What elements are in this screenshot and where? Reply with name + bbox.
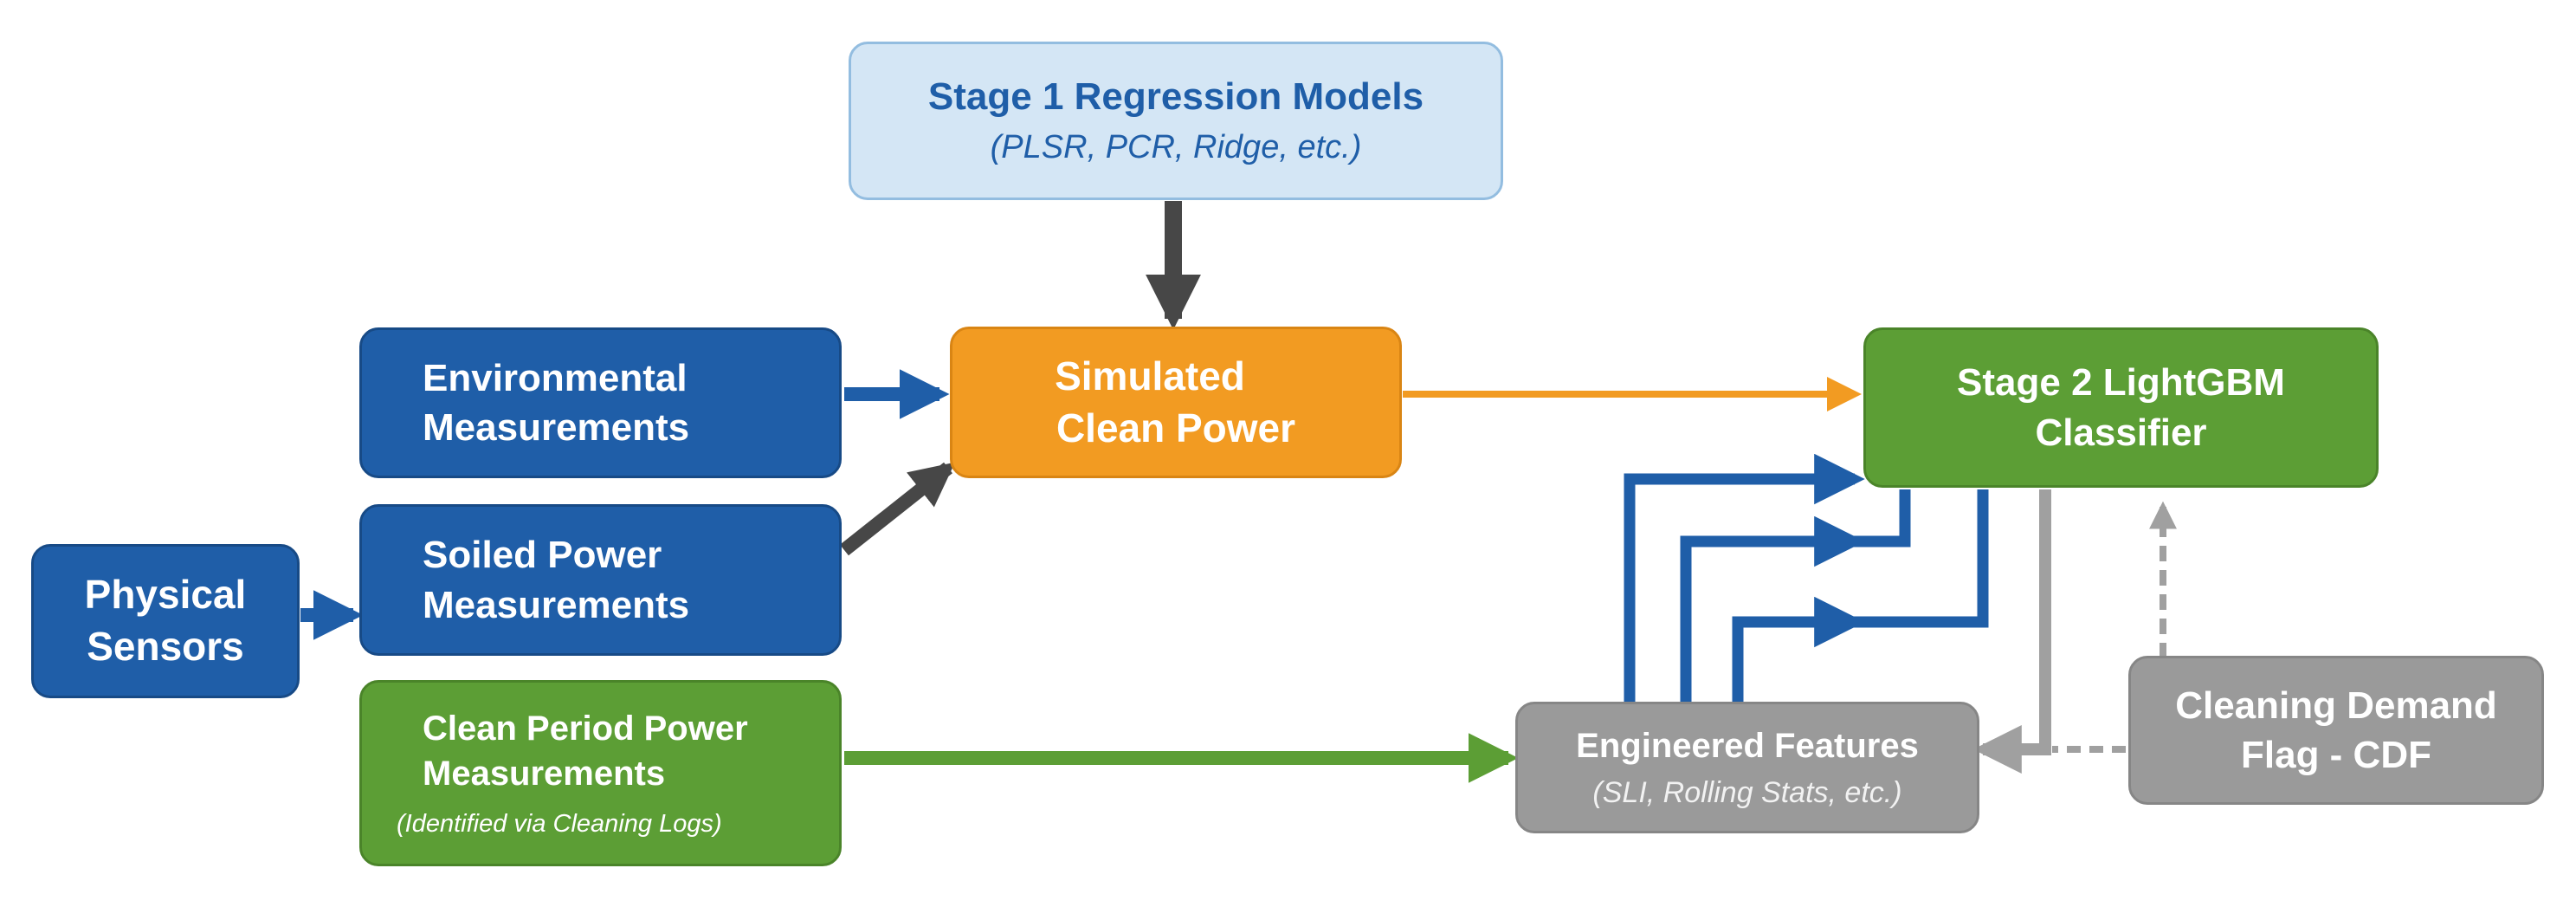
engineered-title: Engineered Features xyxy=(1576,726,1919,765)
simulated-line1: Simulated xyxy=(1055,353,1245,398)
environmental-line2: Measurements xyxy=(423,406,690,449)
environmental-line1: Environmental xyxy=(423,356,688,399)
node-stage2-lightgbm-classifier: Stage 2 LightGBM Classifier xyxy=(1863,327,2379,488)
node-soiled-power-measurements: Soiled Power Measurements xyxy=(359,504,842,656)
arrow-soiled-to-simulated xyxy=(840,462,956,556)
node-cleaning-demand-flag: Cleaning Demand Flag - CDF xyxy=(2128,656,2544,805)
clean-period-line2: Measurements xyxy=(423,754,666,793)
stage2-line1: Stage 2 LightGBM xyxy=(1957,361,2285,405)
node-clean-period-power: Clean Period Power Measurements (Identif… xyxy=(359,680,842,866)
engineered-subtitle: (SLI, Rolling Stats, etc.) xyxy=(1592,775,1902,809)
node-engineered-features: Engineered Features (SLI, Rolling Stats,… xyxy=(1515,702,1979,833)
node-physical-sensors: Physical Sensors xyxy=(31,544,300,698)
node-environmental-measurements: Environmental Measurements xyxy=(359,327,842,478)
arrow-engineered-to-stage2-outer xyxy=(1624,453,1865,703)
stage1-title: Stage 1 Regression Models xyxy=(927,75,1424,119)
stage2-line2: Classifier xyxy=(2035,411,2207,454)
soiled-line1: Soiled Power xyxy=(423,534,662,577)
simulated-line2: Clean Power xyxy=(1056,405,1296,450)
node-simulated-clean-power: Simulated Clean Power xyxy=(950,327,1402,478)
arrow-stage2-to-engineered xyxy=(1972,489,2051,774)
line-stage2-to-engineered-a xyxy=(1784,489,1911,547)
stage1-subtitle: (PLSR, PCR, Ridge, etc.) xyxy=(990,129,1362,166)
line-stage2-to-engineered-b xyxy=(1784,489,1989,628)
physical-line2: Sensors xyxy=(87,624,244,669)
clean-period-line1: Clean Period Power xyxy=(423,709,748,748)
soiled-line2: Measurements xyxy=(423,583,690,626)
arrow-engineered-to-stage2-inner xyxy=(1732,596,1865,703)
node-stage1-regression-models: Stage 1 Regression Models (PLSR, PCR, Ri… xyxy=(849,42,1503,200)
physical-line1: Physical xyxy=(84,572,247,618)
clean-period-note: (Identified via Cleaning Logs) xyxy=(397,809,722,838)
cdf-line1: Cleaning Demand xyxy=(2175,683,2497,727)
cdf-line2: Flag - CDF xyxy=(2241,734,2431,776)
